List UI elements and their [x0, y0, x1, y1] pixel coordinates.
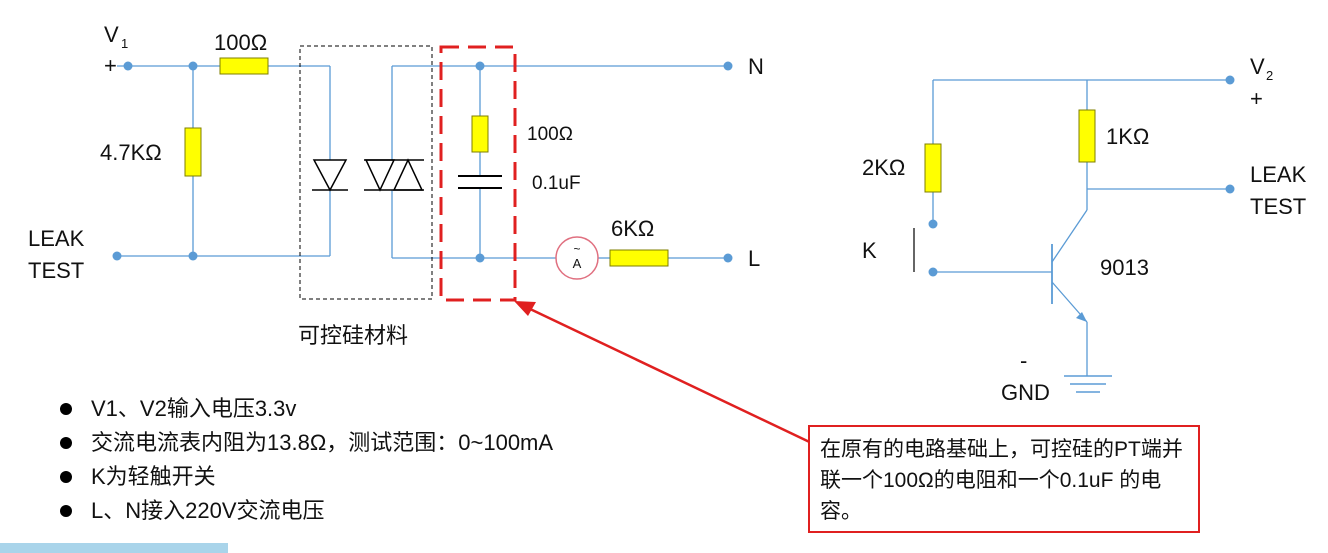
left-circuit: ~ A V 1 + 100Ω 4.7KΩ LEAK TEST 100Ω 0.1u… — [28, 22, 764, 348]
v1-subscript: 1 — [121, 36, 128, 51]
ammeter-icon — [555, 236, 599, 280]
resistor-1k — [1078, 109, 1096, 163]
v1-plus: + — [104, 53, 117, 78]
diode-icon — [312, 159, 348, 192]
arrow-line — [527, 306, 821, 449]
right-circuit: V 2 + 2KΩ 1KΩ LEAK TEST K 9013 - GND — [862, 54, 1307, 405]
resistor-2k — [924, 143, 942, 193]
notes-list: V1、V2输入电压3.3v 交流电流表内阻为13.8Ω，测试范围：0~100mA… — [60, 392, 553, 528]
triac-icon — [364, 159, 396, 192]
v2-label: V — [1250, 54, 1265, 79]
n-label: N — [748, 54, 764, 79]
l-label: L — [748, 246, 760, 271]
v2-plus: + — [1250, 86, 1263, 111]
r-top-label: 100Ω — [214, 30, 267, 55]
terminal-node — [723, 61, 733, 71]
list-item: K为轻触开关 — [60, 460, 553, 494]
ammeter-tilde: ~ — [573, 242, 580, 256]
transistor-collector — [1051, 209, 1088, 263]
ammeter-a: A — [573, 256, 582, 271]
switch-node — [928, 267, 938, 277]
test-label-right: TEST — [1250, 194, 1306, 219]
note-text: L、N接入220V交流电压 — [91, 498, 325, 523]
r-base-label: 2KΩ — [862, 155, 905, 180]
callout-arrow — [514, 301, 821, 449]
v1-label: V — [104, 22, 119, 47]
leak-label: LEAK — [28, 226, 85, 251]
list-item: L、N接入220V交流电压 — [60, 494, 553, 528]
transistor-label: 9013 — [1100, 255, 1149, 280]
snubber-c-label: 0.1uF — [532, 173, 581, 194]
note-text: V1、V2输入电压3.3v — [91, 396, 297, 421]
junction-node — [475, 61, 485, 71]
bullet-icon — [60, 471, 72, 483]
resistor-6k — [609, 249, 669, 267]
resistor-4-7k — [184, 127, 202, 177]
resistor-snubber-100-ohm — [471, 115, 489, 153]
switch-node — [928, 219, 938, 229]
terminal-node — [123, 61, 133, 71]
r-collector-label: 1KΩ — [1106, 124, 1149, 149]
bullet-icon — [60, 403, 72, 415]
arrow-head-icon — [514, 301, 536, 316]
emitter-arrow-icon — [1076, 312, 1087, 322]
minus-label: - — [1020, 348, 1027, 373]
highlight-box — [439, 45, 517, 302]
test-label: TEST — [28, 258, 84, 283]
snubber-r-label: 100Ω — [527, 124, 573, 145]
note-text: K为轻触开关 — [91, 464, 216, 489]
note-text: 交流电流表内阻为13.8Ω，测试范围：0~100mA — [91, 430, 554, 455]
bullet-icon — [60, 437, 72, 449]
terminal-node — [1225, 184, 1235, 194]
leak-label-right: LEAK — [1250, 162, 1307, 187]
gnd-label: GND — [1001, 380, 1050, 405]
junction-node — [475, 253, 485, 263]
callout-box: 在原有的电路基础上，可控硅的PT端并联一个100Ω的电阻和一个0.1uF 的电容… — [808, 425, 1200, 533]
junction-node — [188, 251, 198, 261]
triac-icon — [392, 158, 424, 191]
terminal-node — [1225, 75, 1235, 85]
list-item: V1、V2输入电压3.3v — [60, 392, 553, 426]
bottom-accent-bar — [0, 543, 228, 553]
thyristor-box — [299, 45, 433, 300]
switch-label: K — [862, 238, 877, 263]
v2-subscript: 2 — [1266, 68, 1273, 83]
list-item: 交流电流表内阻为13.8Ω，测试范围：0~100mA — [60, 426, 553, 460]
terminal-node — [723, 253, 733, 263]
r-left-label: 4.7KΩ — [100, 140, 162, 165]
thyristor-label: 可控硅材料 — [298, 323, 408, 348]
terminal-node — [112, 251, 122, 261]
resistor-100-ohm — [219, 57, 269, 75]
junction-node — [188, 61, 198, 71]
bullet-icon — [60, 505, 72, 517]
r-load-label: 6KΩ — [611, 216, 654, 241]
